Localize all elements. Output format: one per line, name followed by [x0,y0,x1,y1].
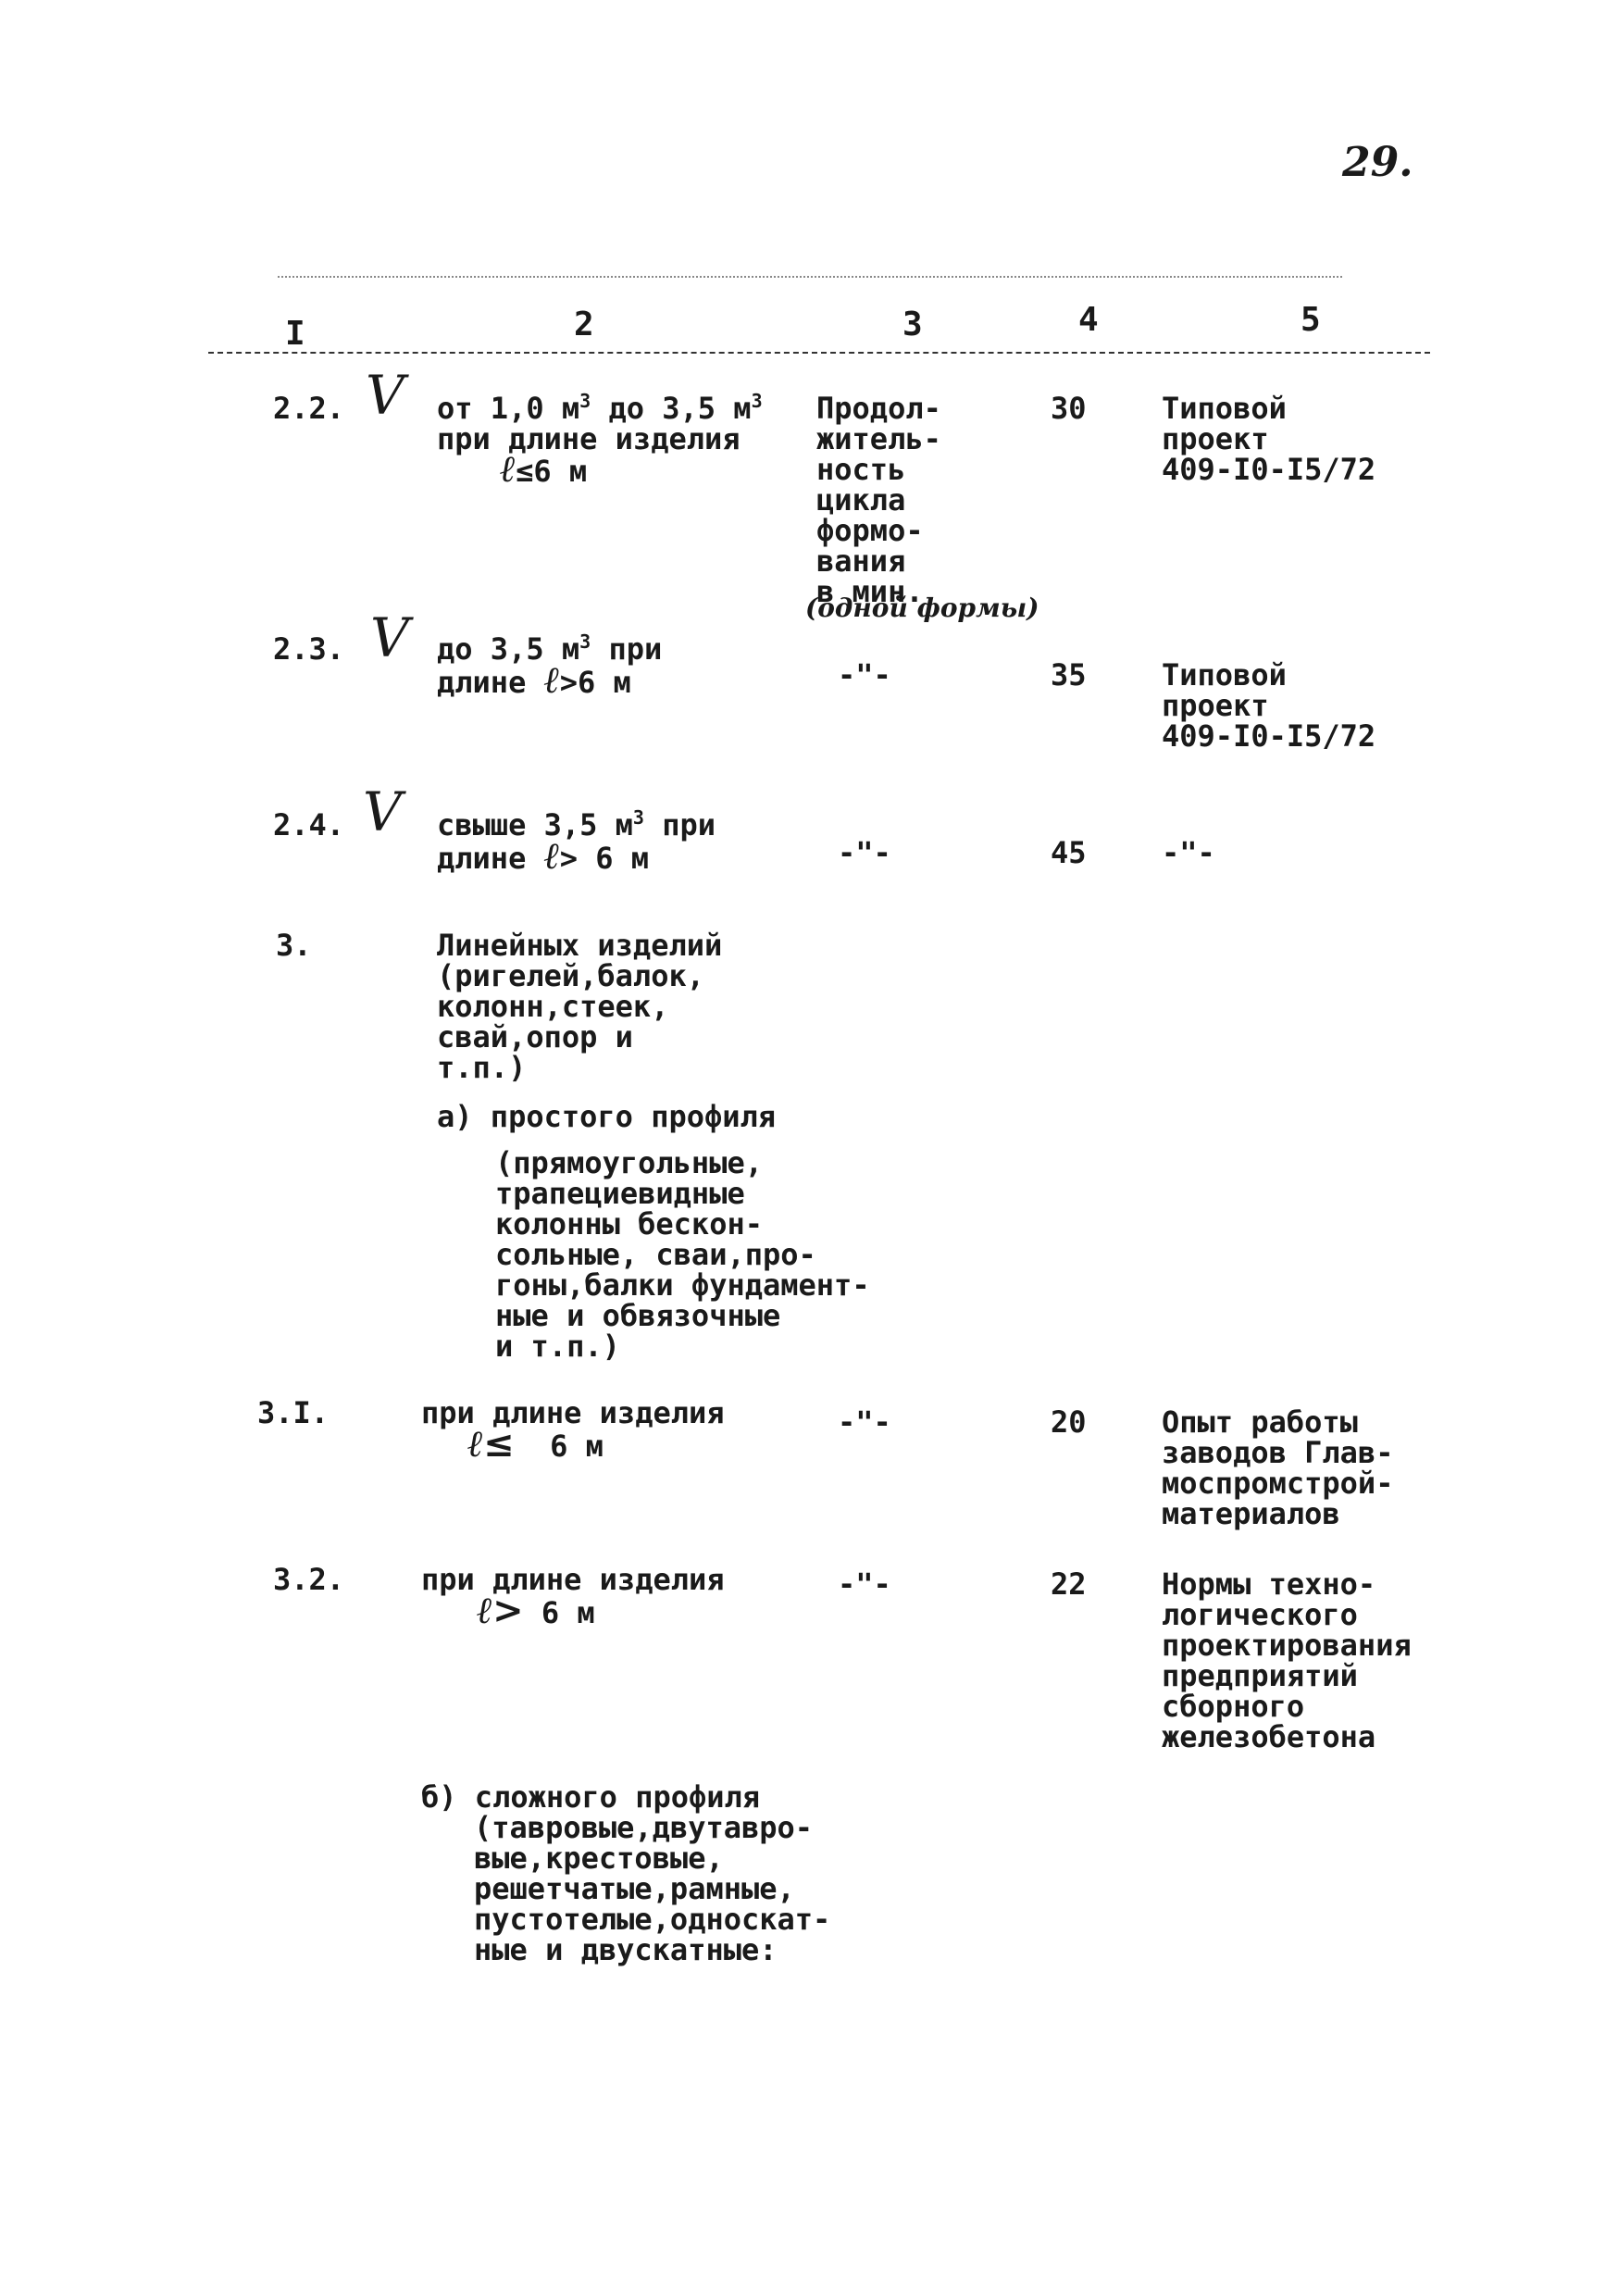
column-header-5: 5 [1301,301,1321,339]
row-description-line1: при длине изделия [421,1562,725,1597]
col4-value: 20 [1051,1404,1087,1440]
row-description-line2: при длине изделия [437,421,741,456]
check-mark: V [363,780,402,843]
row-description: Линейных изделий (ригелей,балок, колонн,… [437,928,723,1085]
col5-text: Нормы техно- логического проектирования … [1162,1566,1412,1754]
col3-text: -"- [838,835,891,870]
col5-text: Типовой проект 409-I0-I5/72 [1162,391,1376,487]
top-scan-dashes [278,276,1342,278]
check-mark: V [370,606,409,669]
row-description-line3: ℓ≤6 м [500,447,588,491]
col5-text: -"- [1162,835,1215,870]
column-header-4: 4 [1078,301,1099,339]
row-description-line1: при длине изделия [421,1395,725,1430]
subsection-detail: (прямоугольные, трапециевидные колонны б… [495,1145,870,1364]
col5-text: Типовой проект 409-I0-I5/72 [1162,657,1376,754]
header-underline [208,352,1430,354]
subsection-detail: (тавровые,двутавро- вые,крестовые, решет… [474,1810,831,1967]
length-symbol: ℓ [543,658,560,702]
row-number: 2.3. [273,631,345,667]
col4-value: 30 [1051,391,1087,426]
row-number: 3. [276,928,312,963]
row-description-line2: ℓ> 6 м [477,1589,595,1632]
row-description: до 3,5 м3 при [437,630,663,667]
col3-text: -"- [838,1566,891,1602]
row-number: 3.I. [257,1395,330,1430]
length-symbol: ℓ [543,834,560,878]
col3-handwritten-note: (одной формы) [805,593,1039,623]
row-description-line2: ℓ≤ 6 м [467,1422,604,1466]
check-mark: V [366,364,404,427]
length-symbol: ℓ> [477,1589,524,1632]
column-header-2: 2 [574,306,594,343]
col4-value: 22 [1051,1566,1087,1602]
col3-text: Продол- житель- ность цикла формо- вания… [816,391,941,609]
col4-value: 35 [1051,657,1087,693]
row-description: от 1,0 м3 до 3,5 м3 [437,390,763,426]
row-description-line2: длине ℓ>6 м [437,658,631,702]
row-number: 3.2. [273,1562,345,1597]
page-number: 29. [1342,139,1413,186]
length-symbol: ℓ [500,447,517,491]
row-number: 2.4. [273,807,345,842]
row-number: 2.2. [273,391,345,426]
column-header-1: I [285,315,305,353]
row-description-line2: длине ℓ> 6 м [437,834,650,878]
row-description: свыше 3,5 м3 при [437,806,716,842]
column-header-3: 3 [902,306,923,343]
col5-text: Опыт работы заводов Глав- моспромстрой- … [1162,1404,1394,1531]
subsection-title: а) простого профиля [437,1099,777,1134]
col4-value: 45 [1051,835,1087,870]
subsection-title: б) сложного профиля [421,1779,761,1815]
col3-text: -"- [838,657,891,693]
length-symbol: ℓ≤ [467,1422,515,1466]
col3-text: -"- [838,1404,891,1440]
